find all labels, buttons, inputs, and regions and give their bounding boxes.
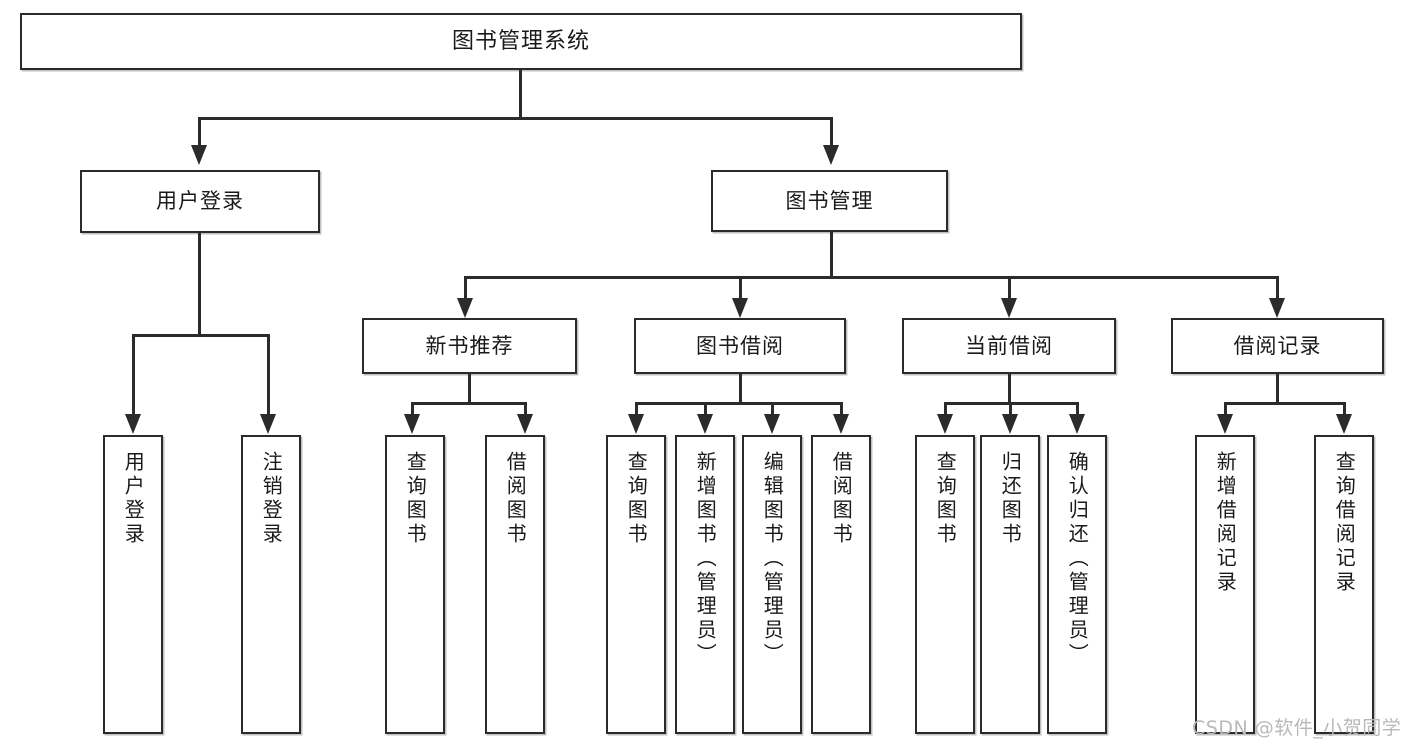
connector-to-new-book-recommend bbox=[464, 276, 467, 300]
connector-bb-branch-1 bbox=[635, 402, 638, 414]
node-borrow-record[interactable]: 借阅记录 bbox=[1171, 318, 1384, 374]
node-book-management[interactable]: 图书管理 bbox=[711, 170, 948, 232]
leaf-add-book-admin[interactable]: 新增图书（管理员） bbox=[675, 435, 735, 734]
leaf-query-book-borrow[interactable]: 查询图书 bbox=[606, 435, 666, 734]
connector-bb-branch-3 bbox=[771, 402, 774, 414]
node-label: 查询图书 bbox=[624, 451, 649, 547]
connector-level2-bus bbox=[464, 276, 1279, 279]
node-label: 查询借阅记录 bbox=[1332, 451, 1357, 595]
node-label: 新增借阅记录 bbox=[1213, 451, 1238, 595]
node-label: 用户登录 bbox=[121, 451, 146, 547]
node-label: 图书管理 bbox=[785, 188, 874, 213]
connector-nbr-branch-1 bbox=[411, 402, 414, 414]
leaf-add-borrow-record[interactable]: 新增借阅记录 bbox=[1195, 435, 1255, 734]
leaf-edit-book-admin[interactable]: 编辑图书（管理员） bbox=[742, 435, 802, 734]
connector-to-borrow-record bbox=[1276, 276, 1279, 300]
connector-nbr-branch-2 bbox=[524, 402, 527, 414]
arrowhead-bb-leaf-3 bbox=[764, 414, 780, 434]
node-label: 用户登录 bbox=[156, 189, 244, 214]
connector-user-login-branch-2 bbox=[267, 334, 270, 414]
connector-root-to-user-login bbox=[198, 117, 201, 145]
connector-book-borrow-bus bbox=[635, 402, 842, 405]
node-label: 图书管理系统 bbox=[451, 28, 590, 54]
node-current-borrow[interactable]: 当前借阅 bbox=[902, 318, 1116, 374]
connector-current-borrow-stem bbox=[1008, 374, 1011, 404]
leaf-return-book[interactable]: 归还图书 bbox=[980, 435, 1040, 734]
connector-user-login-bus bbox=[132, 334, 267, 337]
node-book-borrow[interactable]: 图书借阅 bbox=[634, 318, 846, 374]
connector-borrow-record-stem bbox=[1276, 374, 1279, 404]
arrowhead-leaf-logout bbox=[260, 414, 276, 434]
leaf-query-book-recommend[interactable]: 查询图书 bbox=[385, 435, 445, 734]
connector-cb-branch-1 bbox=[944, 402, 947, 414]
node-label: 注销登录 bbox=[259, 451, 284, 547]
arrowhead-user-login bbox=[191, 145, 207, 165]
connector-to-current-borrow bbox=[1008, 276, 1011, 300]
node-label: 借阅记录 bbox=[1233, 333, 1322, 358]
node-label: 查询图书 bbox=[403, 451, 428, 547]
leaf-query-book-current[interactable]: 查询图书 bbox=[915, 435, 975, 734]
arrowhead-book-borrow bbox=[732, 298, 748, 318]
connector-br-branch-2 bbox=[1343, 402, 1346, 414]
leaf-query-borrow-record[interactable]: 查询借阅记录 bbox=[1314, 435, 1374, 734]
arrowhead-bb-leaf-1 bbox=[628, 414, 644, 434]
arrowhead-leaf-user-login bbox=[125, 414, 141, 434]
node-label: 新书推荐 bbox=[425, 333, 514, 358]
node-label: 当前借阅 bbox=[965, 333, 1053, 358]
watermark: CSDN @软件_小贺同学 bbox=[1192, 717, 1402, 739]
arrowhead-borrow-record bbox=[1269, 298, 1285, 318]
arrowhead-book-management bbox=[823, 145, 839, 165]
connector-bb-branch-2 bbox=[704, 402, 707, 414]
connector-user-login-branch-1 bbox=[132, 334, 135, 414]
node-label: 借阅图书 bbox=[829, 451, 854, 547]
connector-root-to-book-management bbox=[830, 117, 833, 145]
node-label: 确认归还（管理员） bbox=[1065, 451, 1090, 667]
connector-root-bus bbox=[198, 117, 831, 120]
connector-book-borrow-stem bbox=[739, 374, 742, 404]
connector-cb-branch-2 bbox=[1009, 402, 1012, 414]
node-label: 借阅图书 bbox=[503, 451, 528, 547]
connector-book-management-stem bbox=[830, 232, 833, 278]
node-label: 编辑图书（管理员） bbox=[760, 451, 785, 667]
connector-new-book-recommend-bus bbox=[411, 402, 527, 405]
connector-to-book-borrow bbox=[739, 276, 742, 300]
leaf-confirm-return-admin[interactable]: 确认归还（管理员） bbox=[1047, 435, 1107, 734]
arrowhead-br-leaf-1 bbox=[1217, 414, 1233, 434]
node-label: 图书借阅 bbox=[696, 333, 784, 358]
arrowhead-nbr-leaf-1 bbox=[404, 414, 420, 434]
leaf-borrow-book[interactable]: 借阅图书 bbox=[811, 435, 871, 734]
connector-borrow-record-bus bbox=[1224, 402, 1345, 405]
node-root-book-management-system[interactable]: 图书管理系统 bbox=[20, 13, 1022, 70]
node-user-login[interactable]: 用户登录 bbox=[80, 170, 320, 233]
arrowhead-cb-leaf-2 bbox=[1002, 414, 1018, 434]
leaf-user-login[interactable]: 用户登录 bbox=[103, 435, 163, 734]
arrowhead-bb-leaf-2 bbox=[697, 414, 713, 434]
arrowhead-br-leaf-2 bbox=[1336, 414, 1352, 434]
connector-new-book-recommend-stem bbox=[468, 374, 471, 404]
leaf-borrow-book-recommend[interactable]: 借阅图书 bbox=[485, 435, 545, 734]
arrowhead-nbr-leaf-2 bbox=[517, 414, 533, 434]
arrowhead-cb-leaf-3 bbox=[1069, 414, 1085, 434]
arrowhead-new-book-recommend bbox=[457, 298, 473, 318]
connector-user-login-stem bbox=[198, 233, 201, 336]
connector-bb-branch-4 bbox=[840, 402, 843, 414]
leaf-logout[interactable]: 注销登录 bbox=[241, 435, 301, 734]
node-new-book-recommend[interactable]: 新书推荐 bbox=[362, 318, 577, 374]
arrowhead-cb-leaf-1 bbox=[937, 414, 953, 434]
node-label: 归还图书 bbox=[998, 451, 1023, 547]
connector-br-branch-1 bbox=[1224, 402, 1227, 414]
arrowhead-current-borrow bbox=[1001, 298, 1017, 318]
node-label: 查询图书 bbox=[933, 451, 958, 547]
node-label: 新增图书（管理员） bbox=[693, 451, 718, 667]
connector-cb-branch-3 bbox=[1076, 402, 1079, 414]
arrowhead-bb-leaf-4 bbox=[833, 414, 849, 434]
connector-root-stem bbox=[519, 70, 522, 118]
